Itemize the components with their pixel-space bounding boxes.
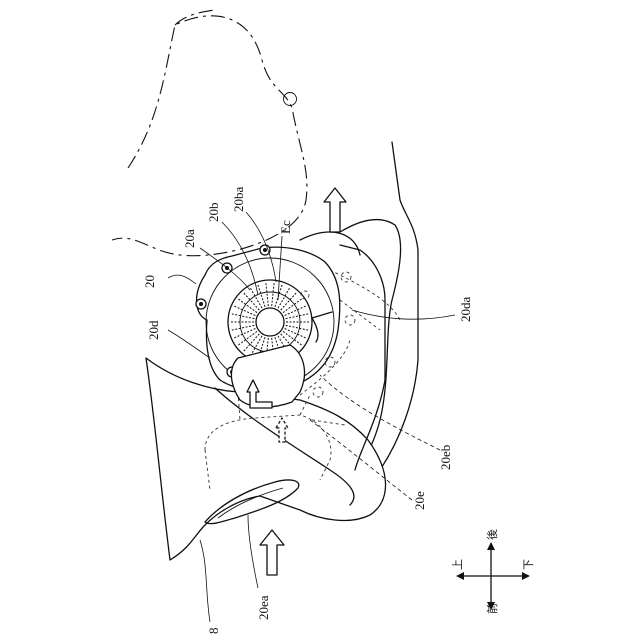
label-20d: 20d [146, 320, 161, 340]
label-20a: 20a [182, 229, 197, 248]
label-20ea: 20ea [256, 595, 271, 620]
compass-down: 下 [522, 559, 535, 570]
reference-circle [284, 93, 297, 106]
flow-arrow-top [324, 188, 346, 232]
label-20: 20 [142, 275, 157, 288]
label-20e: 20e [412, 491, 427, 510]
flow-arrow-bottom [260, 530, 284, 575]
leader-20ea [248, 515, 258, 588]
compass-up: 上 [451, 559, 464, 570]
label-20ba: 20ba [231, 187, 246, 213]
label-20eb: 20eb [438, 445, 453, 470]
leader-20da [352, 310, 455, 319]
direction-compass: 上 下 後 前 [451, 529, 535, 614]
leader-20d [168, 330, 210, 358]
label-Ec: Ec [278, 220, 293, 234]
label-20da: 20da [458, 297, 473, 323]
compass-front: 前 [485, 603, 499, 614]
label-20b: 20b [206, 203, 221, 223]
compass-rear: 後 [485, 529, 499, 540]
frame-inner-curve [300, 232, 360, 255]
leader-8 [200, 540, 210, 622]
frame-line-right [380, 142, 418, 470]
label-8: 8 [206, 628, 221, 635]
leader-20 [168, 275, 196, 284]
